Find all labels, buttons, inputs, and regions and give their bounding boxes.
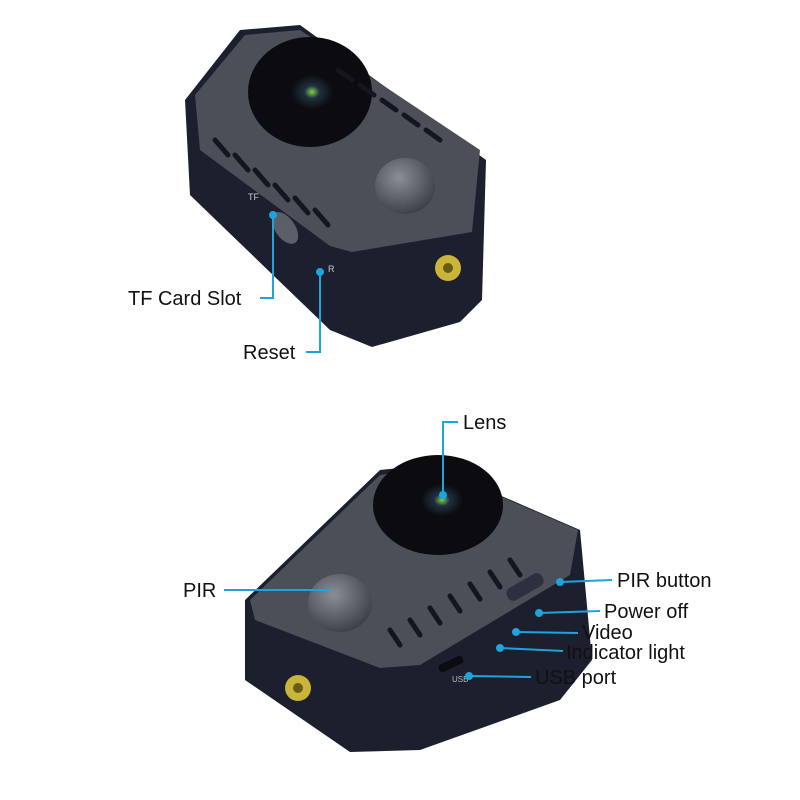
mode-switch	[506, 573, 544, 601]
label-pir-button: PIR button	[617, 570, 712, 592]
reset-mark: R	[328, 264, 335, 274]
callout-power-off: Power off	[535, 601, 689, 623]
label-power-off: Power off	[604, 601, 689, 623]
vent-slots	[212, 67, 443, 228]
label-video: Video	[582, 622, 633, 644]
callout-pir-button: PIR button	[556, 570, 712, 592]
usb-mark: USB	[452, 675, 468, 684]
callout-reset: Reset	[243, 268, 324, 364]
callout-indicator-light: Indicator light	[496, 642, 685, 664]
lens	[420, 483, 464, 517]
tf-mark: TF	[248, 192, 259, 202]
camera-top-view: TF R	[185, 25, 486, 347]
callout-tf-card-slot: TF Card Slot	[128, 211, 277, 310]
callout-video: Video	[512, 622, 633, 644]
label-tf-card-slot: TF Card Slot	[128, 288, 242, 310]
label-indicator-light: Indicator light	[566, 642, 685, 664]
callout-pir: PIR	[183, 580, 330, 602]
lens	[290, 74, 334, 110]
camera-bottom-view: USB	[245, 455, 592, 752]
callout-usb-port: USB port	[465, 667, 617, 689]
usb-port	[438, 655, 464, 673]
pir-dome	[375, 158, 435, 214]
screw-hole-center	[293, 683, 303, 693]
vent-slots	[387, 557, 523, 648]
label-usb-port: USB port	[535, 667, 617, 689]
callout-lens: Lens	[439, 412, 506, 499]
tf-card-slot	[271, 212, 299, 244]
screw-hole-center	[443, 263, 453, 273]
label-reset: Reset	[243, 342, 296, 364]
pir-dome	[308, 574, 372, 632]
label-pir: PIR	[183, 580, 216, 602]
label-lens: Lens	[463, 412, 506, 434]
